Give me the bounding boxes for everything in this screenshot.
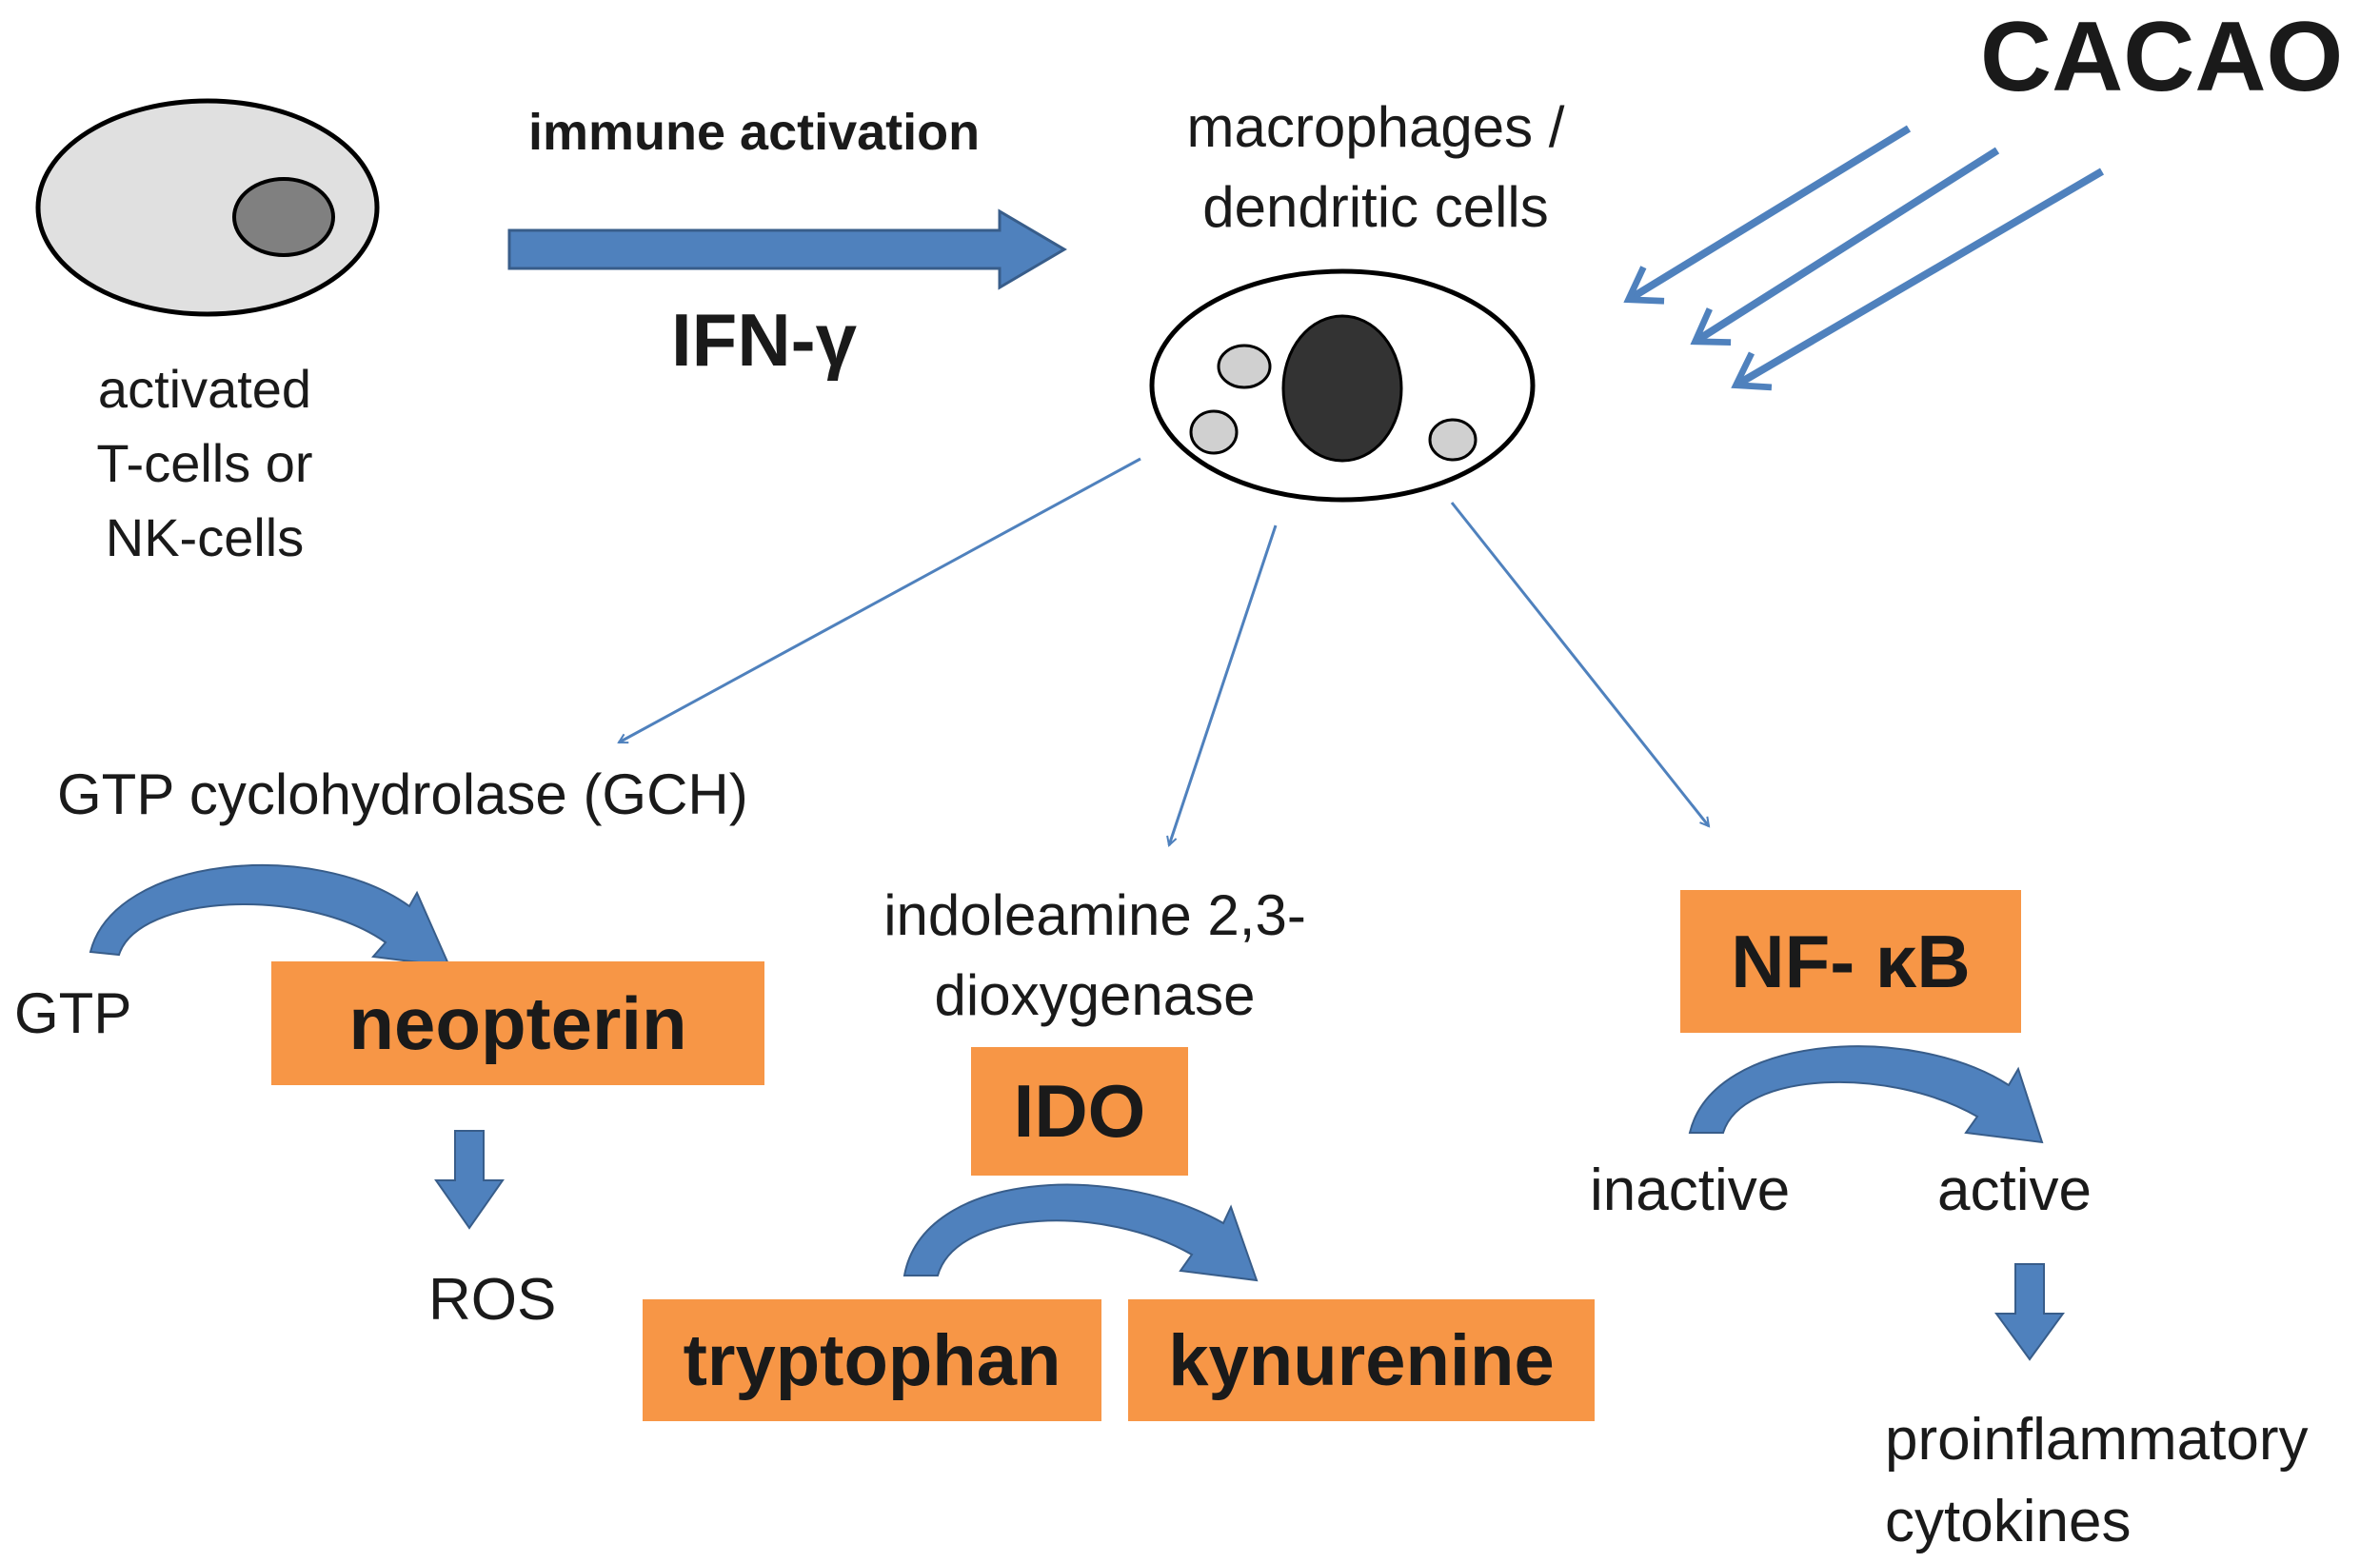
source-cell-label: activated T-cells or NK-cells	[38, 352, 371, 575]
tryptophan-box: tryptophan	[643, 1299, 1101, 1421]
immune-activation-label: immune activation	[528, 104, 981, 161]
curved-arrow-nfkb	[1688, 1045, 2044, 1144]
cytokines-label: proinflammatory cytokines	[1885, 1399, 2308, 1563]
source-cell-line-1: activated	[97, 359, 312, 419]
ifn-gamma-label: IFN-γ	[671, 298, 857, 382]
curved-arrow-icon	[89, 864, 451, 968]
neopterin-box: neopterin	[271, 961, 764, 1085]
source-cell-line-2: T-cells or	[96, 433, 313, 493]
down-arrow-ros	[434, 1130, 505, 1230]
target-cell-label: macrophages / dendritic cells	[1114, 88, 1637, 247]
cacao-arrows	[1623, 125, 2105, 391]
inactive-label: inactive	[1590, 1157, 1791, 1223]
ros-label: ROS	[428, 1267, 557, 1333]
target-cell-line-2: dendritic cells	[1202, 175, 1549, 239]
nfkb-box: NF- κB	[1680, 890, 2021, 1033]
active-label: active	[1937, 1157, 2092, 1223]
ido-enzyme-label: indoleamine 2,3- dioxygenase	[828, 876, 1361, 1036]
source-cell-line-3: NK-cells	[105, 507, 305, 567]
ido-enzyme-line-1: indoleamine 2,3-	[883, 883, 1306, 947]
target-cell-line-1: macrophages /	[1186, 95, 1565, 159]
cacao-label: CACAO	[1980, 2, 2344, 112]
macrophage-cell-icon	[1149, 268, 1536, 503]
down-arrow-cytokines	[1994, 1263, 2065, 1361]
gtp-label: GTP	[14, 981, 132, 1045]
gch-enzyme-label: GTP cyclohydrolase (GCH)	[57, 762, 748, 826]
activated-cell-icon	[35, 98, 380, 317]
ido-enzyme-line-2: dioxygenase	[934, 963, 1256, 1027]
kynurenine-box: kynurenine	[1128, 1299, 1595, 1421]
immune-activation-arrow	[507, 208, 1067, 290]
curved-arrow-ido	[902, 1183, 1259, 1282]
ido-box: IDO	[971, 1047, 1188, 1176]
cytokines-line-1: proinflammatory	[1885, 1407, 2309, 1473]
pathway-arrows	[619, 457, 1709, 845]
cytokines-line-2: cytokines	[1885, 1489, 2132, 1554]
